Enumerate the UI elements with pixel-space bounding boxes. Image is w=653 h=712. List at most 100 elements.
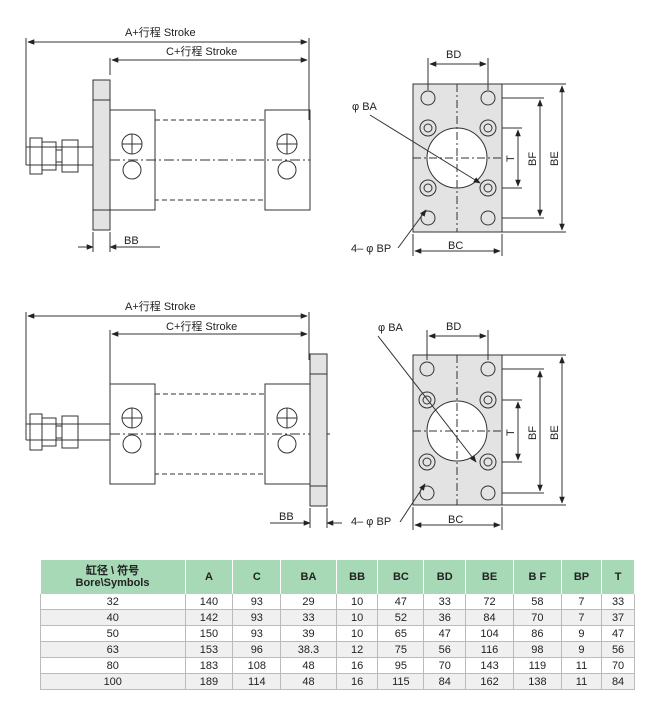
dim-bp-bottom: 4– φ BP bbox=[351, 516, 391, 528]
header-cn: 缸径 \ 符号 bbox=[85, 565, 140, 577]
side-view-top bbox=[25, 38, 311, 252]
value-cell: 93 bbox=[232, 609, 282, 626]
column-header: BA bbox=[280, 560, 337, 594]
column-header: B F bbox=[513, 560, 562, 594]
bore-cell: 100 bbox=[40, 673, 186, 690]
value-cell: 10 bbox=[336, 594, 379, 610]
value-cell: 9 bbox=[561, 625, 603, 642]
value-cell: 84 bbox=[601, 673, 635, 690]
value-cell: 93 bbox=[232, 625, 282, 642]
value-cell: 189 bbox=[185, 673, 234, 690]
value-cell: 10 bbox=[336, 625, 379, 642]
bore-cell: 32 bbox=[40, 594, 186, 610]
bore-cell: 50 bbox=[40, 625, 186, 642]
value-cell: 75 bbox=[377, 641, 425, 658]
dim-ba-bottom: φ BA bbox=[378, 322, 404, 334]
dim-t-top: T bbox=[505, 155, 517, 162]
value-cell: 38.3 bbox=[280, 641, 337, 658]
value-cell: 150 bbox=[185, 625, 234, 642]
value-cell: 93 bbox=[232, 594, 282, 610]
value-cell: 56 bbox=[423, 641, 467, 658]
value-cell: 12 bbox=[336, 641, 379, 658]
table-header-row: 缸径 \ 符号 Bore\Symbols A C BA BB BC BD BE … bbox=[40, 560, 635, 594]
value-cell: 11 bbox=[561, 657, 603, 674]
header-bore-symbols: 缸径 \ 符号 Bore\Symbols bbox=[40, 560, 186, 594]
column-header: T bbox=[601, 560, 635, 594]
dim-c-stroke-top: C+行程 Stroke bbox=[166, 45, 237, 58]
value-cell: 52 bbox=[377, 609, 425, 626]
value-cell: 33 bbox=[280, 609, 337, 626]
value-cell: 86 bbox=[513, 625, 562, 642]
dim-be-top: BE bbox=[549, 151, 561, 166]
column-header: BE bbox=[465, 560, 514, 594]
value-cell: 48 bbox=[280, 673, 337, 690]
value-cell: 48 bbox=[280, 657, 337, 674]
value-cell: 33 bbox=[601, 594, 635, 610]
value-cell: 96 bbox=[232, 641, 282, 658]
dim-bb-top: BB bbox=[124, 235, 139, 247]
value-cell: 10 bbox=[336, 609, 379, 626]
value-cell: 47 bbox=[377, 594, 425, 610]
column-header: A bbox=[185, 560, 234, 594]
dim-be-bottom: BE bbox=[549, 425, 561, 440]
value-cell: 108 bbox=[232, 657, 282, 674]
value-cell: 84 bbox=[465, 609, 514, 626]
side-view-bottom bbox=[25, 312, 342, 528]
dim-bf-top: BF bbox=[527, 152, 539, 166]
value-cell: 7 bbox=[561, 594, 603, 610]
value-cell: 9 bbox=[561, 641, 603, 658]
value-cell: 116 bbox=[465, 641, 514, 658]
value-cell: 98 bbox=[513, 641, 562, 658]
dim-bc-top: BC bbox=[448, 240, 463, 252]
column-header: BD bbox=[423, 560, 467, 594]
value-cell: 58 bbox=[513, 594, 562, 610]
value-cell: 70 bbox=[513, 609, 562, 626]
value-cell: 183 bbox=[185, 657, 234, 674]
column-header: BP bbox=[561, 560, 603, 594]
value-cell: 56 bbox=[601, 641, 635, 658]
value-cell: 142 bbox=[185, 609, 234, 626]
value-cell: 16 bbox=[336, 657, 379, 674]
value-cell: 16 bbox=[336, 673, 379, 690]
value-cell: 29 bbox=[280, 594, 337, 610]
value-cell: 70 bbox=[601, 657, 635, 674]
value-cell: 138 bbox=[513, 673, 562, 690]
dim-a-stroke-bottom: A+行程 Stroke bbox=[125, 300, 196, 313]
dim-bp-top: 4– φ BP bbox=[351, 243, 391, 255]
value-cell: 119 bbox=[513, 657, 562, 674]
value-cell: 36 bbox=[423, 609, 467, 626]
flange-view-top bbox=[369, 58, 566, 256]
value-cell: 140 bbox=[185, 594, 234, 610]
dim-bb-bottom: BB bbox=[279, 511, 294, 523]
value-cell: 7 bbox=[561, 609, 603, 626]
dim-ba-top: φ BA bbox=[352, 101, 378, 113]
value-cell: 153 bbox=[185, 641, 234, 658]
column-header: C bbox=[232, 560, 282, 594]
value-cell: 70 bbox=[423, 657, 467, 674]
column-header: BC bbox=[377, 560, 425, 594]
bore-cell: 80 bbox=[40, 657, 186, 674]
value-cell: 37 bbox=[601, 609, 635, 626]
dim-bd-bottom: BD bbox=[446, 321, 461, 333]
value-cell: 47 bbox=[601, 625, 635, 642]
header-en: Bore\Symbols bbox=[75, 577, 150, 589]
dim-t-bottom: T bbox=[505, 429, 517, 436]
value-cell: 115 bbox=[377, 673, 425, 690]
dim-bd-top: BD bbox=[446, 49, 461, 61]
dim-c-stroke-bottom: C+行程 Stroke bbox=[166, 320, 237, 333]
bore-cell: 63 bbox=[40, 641, 186, 658]
value-cell: 143 bbox=[465, 657, 514, 674]
flange-view-bottom bbox=[377, 330, 566, 530]
dimension-table: 缸径 \ 符号 Bore\Symbols A C BA BB BC BD BE … bbox=[40, 560, 635, 690]
bore-cell: 40 bbox=[40, 609, 186, 626]
column-header: BB bbox=[336, 560, 379, 594]
value-cell: 33 bbox=[423, 594, 467, 610]
value-cell: 11 bbox=[561, 673, 603, 690]
